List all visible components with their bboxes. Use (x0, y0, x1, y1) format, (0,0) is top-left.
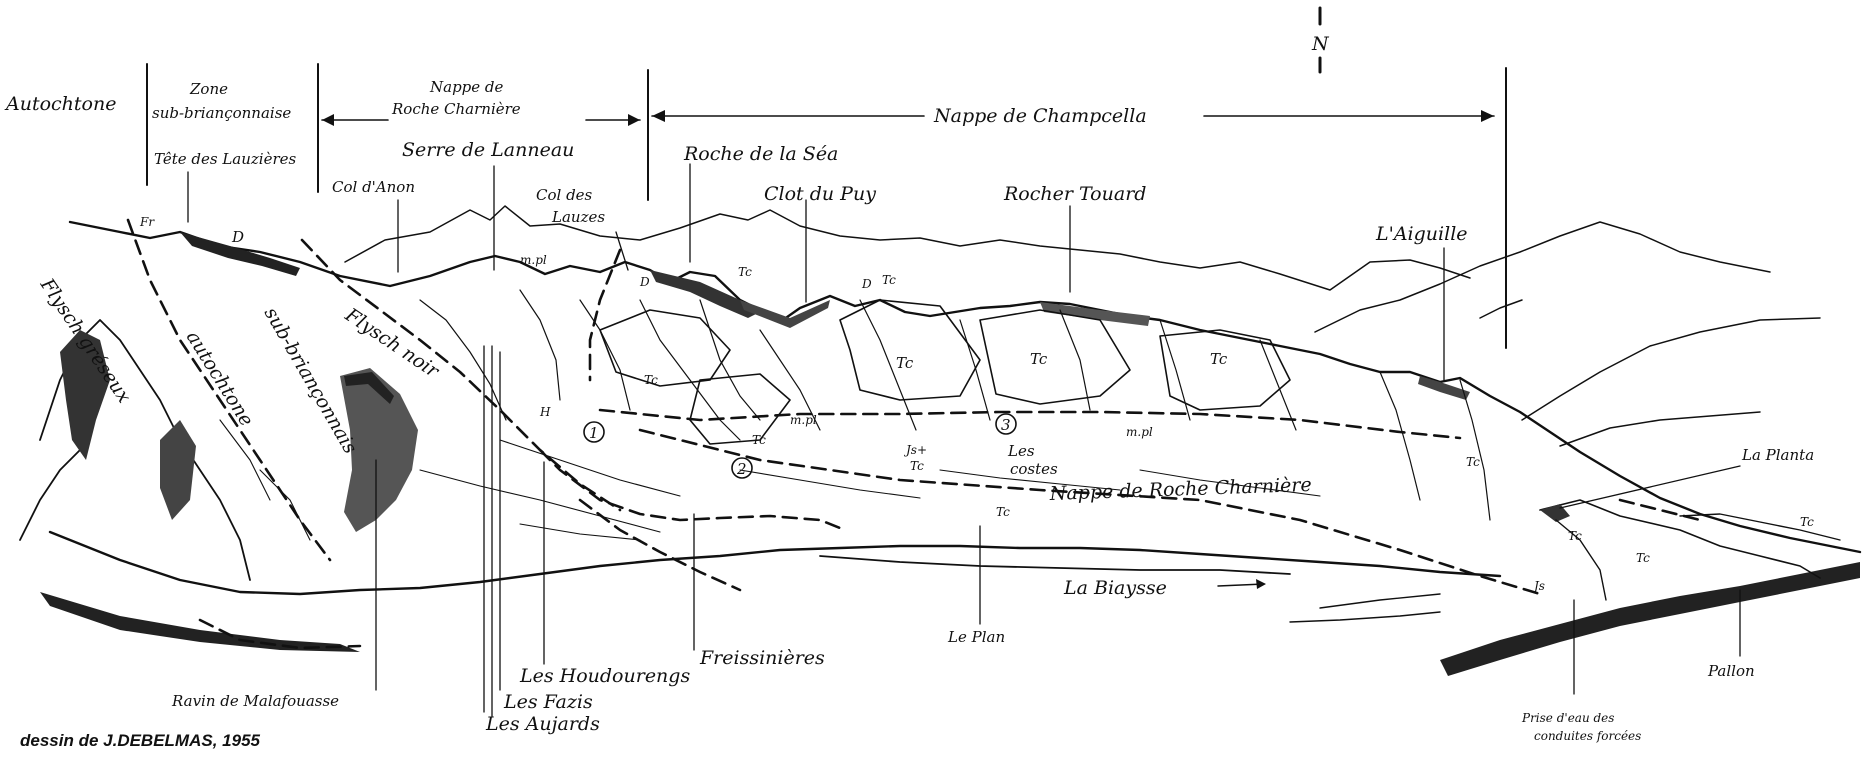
north-letter: N (1311, 33, 1330, 55)
mountain-massif (19, 220, 1862, 676)
label-rocher-touard: Rocher Touard (1003, 183, 1146, 205)
slope-labels: Flysch gréseux autochtone sub-briançonna… (35, 274, 1312, 505)
label-le-plan: Le Plan (947, 628, 1005, 646)
symbol-tc-3: Tc (644, 373, 658, 387)
label-flysch-noir: Flysch noir (340, 303, 444, 383)
label-nappe-champcella: Nappe de Champcella (933, 105, 1147, 127)
symbol-tc-8: Tc (996, 505, 1010, 519)
north-arrow: N (1311, 6, 1330, 74)
drawing-credit: dessin de J.DEBELMAS, 1955 (20, 731, 261, 750)
label-tete-lauzieres: Tête des Lauzières (154, 150, 297, 168)
marker-1: 1 (589, 424, 599, 442)
label-nappe-rc-line1: Nappe de (429, 78, 504, 96)
label-prise-eau-2: conduites forcées (1534, 729, 1641, 743)
lower-labels: La Planta La Biaysse Les costes Freissin… (171, 442, 1814, 743)
label-ravin-malafouasse: Ravin de Malafouasse (171, 692, 339, 710)
symbol-h: H (539, 405, 551, 419)
locality-markers: 1 2 3 (583, 413, 1017, 479)
label-la-biaysse: La Biaysse (1063, 577, 1167, 599)
peak-labels: Tête des Lauzières Serre de Lanneau Col … (154, 139, 1468, 245)
label-la-planta: La Planta (1741, 446, 1814, 464)
label-col-lauzes-1: Col des (536, 186, 593, 204)
symbol-tc-10: Tc (1568, 529, 1582, 543)
zone-dividers (146, 63, 1507, 349)
symbol-tc-1: Tc (738, 265, 752, 279)
label-col-anon: Col d'Anon (332, 178, 415, 196)
background-ridges (344, 205, 1821, 447)
symbol-js-tc-2: Tc (910, 459, 924, 473)
label-zone-line1: Zone (189, 80, 228, 98)
label-autochtone: Autochtone (4, 93, 116, 115)
label-les-houdourengs: Les Houdourengs (519, 665, 690, 687)
symbol-tc-6: Tc (1210, 350, 1228, 368)
symbol-mpl-1: m.pl (520, 253, 547, 267)
symbol-mpl-2: m.pl (790, 413, 817, 427)
label-aiguille: L'Aiguille (1375, 223, 1468, 245)
label-nappe-rc-line2: Roche Charnière (391, 100, 521, 118)
label-autochtone-slope: autochtone (182, 327, 258, 430)
label-les-costes-2: costes (1010, 460, 1058, 478)
symbol-d-2: D (639, 275, 650, 289)
label-col-lauzes-2: Lauzes (551, 208, 605, 226)
label-zone-line2: sub-briançonnaise (152, 104, 291, 122)
symbol-js-tc-1: Js+ (903, 443, 927, 457)
symbol-tc-2: Tc (882, 273, 896, 287)
marker-3: 3 (1001, 416, 1011, 434)
label-roche-sea: Roche de la Séa (683, 143, 838, 165)
leader-lines (187, 163, 1741, 717)
symbol-fr: Fr (139, 215, 155, 229)
label-les-aujards: Les Aujards (485, 713, 600, 735)
symbol-tc-9: Tc (1466, 455, 1480, 469)
label-les-costes-1: Les (1007, 442, 1035, 460)
label-clot-puy: Clot du Puy (764, 183, 876, 205)
symbol-tc-5: Tc (1030, 350, 1048, 368)
label-prise-eau-1: Prise d'eau des (1521, 711, 1614, 725)
label-nappe-rc-slope: Nappe de Roche Charnière (1048, 474, 1312, 505)
label-freissinieres: Freissinières (699, 647, 825, 669)
symbol-tc-11: Tc (1636, 551, 1650, 565)
label-les-fazis: Les Fazis (503, 691, 593, 713)
symbol-d-3: D (861, 277, 872, 291)
symbol-js: Js (1531, 579, 1545, 593)
symbol-d-1: D (231, 228, 244, 246)
symbol-tc-12: Tc (1800, 515, 1814, 529)
formation-symbols: Fr D m.pl D Tc D Tc H Tc Tc Tc Tc m.pl m… (139, 215, 1814, 593)
symbol-tc-4: Tc (896, 354, 914, 372)
symbol-mpl-3: m.pl (1126, 425, 1153, 439)
marker-2: 2 (736, 460, 747, 478)
label-pallon: Pallon (1707, 662, 1755, 680)
label-serre-lanneau: Serre de Lanneau (402, 139, 574, 161)
symbol-tc-7: Tc (752, 433, 766, 447)
zone-labels: Autochtone Zone sub-briançonnaise Nappe … (4, 78, 1147, 127)
tectonic-contacts (126, 218, 1702, 650)
